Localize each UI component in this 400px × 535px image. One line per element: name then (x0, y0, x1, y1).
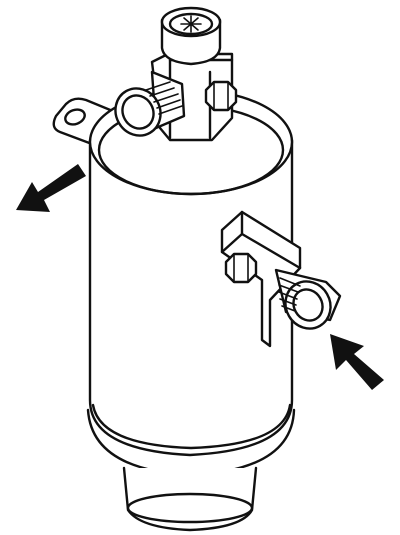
torx-icon (180, 15, 202, 33)
inlet-fitting (114, 70, 186, 137)
hex-bolt-top (204, 80, 238, 112)
hex-bolt-side (224, 252, 258, 284)
flow-arrow-out (16, 164, 86, 212)
sight-screw (160, 6, 222, 66)
base-cup (122, 466, 258, 532)
outlet-fitting (274, 268, 342, 330)
flow-arrow-in (330, 334, 384, 390)
